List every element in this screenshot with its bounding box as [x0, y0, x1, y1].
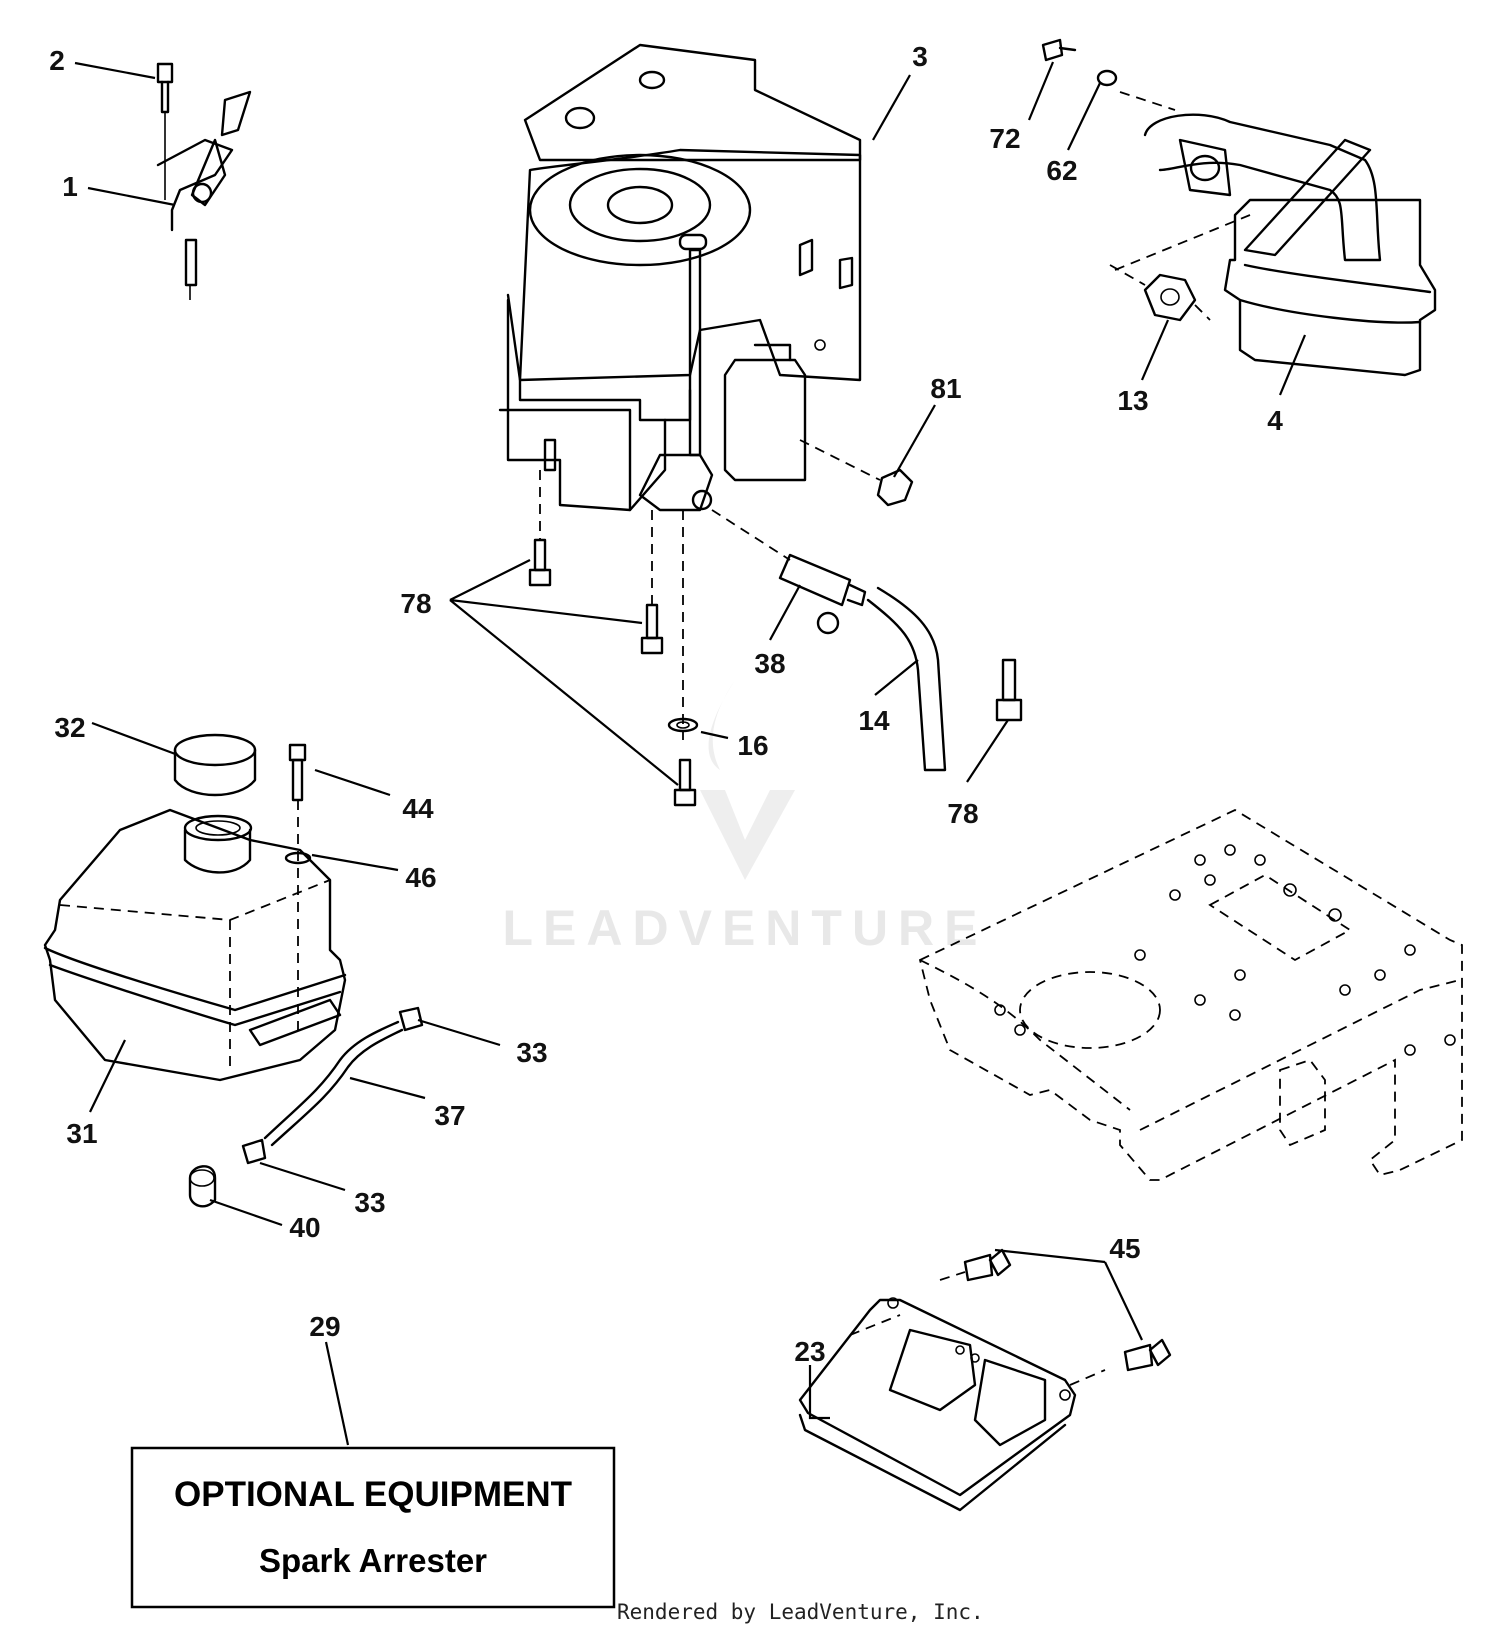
- nut-81: [799, 439, 914, 507]
- callout-72: 72: [989, 123, 1020, 154]
- throttle-control: [156, 62, 252, 300]
- fuel-filter-38: [711, 509, 867, 635]
- callout-32: 32: [54, 712, 85, 743]
- screw-44: [288, 743, 307, 1030]
- leader-lines: [74, 61, 1307, 1446]
- callout-23: 23: [794, 1336, 825, 1367]
- callout-46: 46: [405, 862, 436, 893]
- callout-16: 16: [737, 730, 768, 761]
- bolts-78-group: [528, 470, 697, 807]
- callout-78-right: 78: [947, 798, 978, 829]
- rendered-by-credit: Rendered by LeadVenture, Inc.: [617, 1600, 984, 1624]
- fuel-cap-32: [173, 733, 257, 797]
- bolts-45: [939, 1248, 1172, 1372]
- callout-3: 3: [912, 41, 928, 72]
- callout-62: 62: [1046, 155, 1077, 186]
- callout-2: 2: [49, 45, 65, 76]
- fuel-hose-14: [866, 586, 947, 772]
- callout-45: 45: [1109, 1233, 1140, 1264]
- washer-16: [667, 717, 699, 733]
- callout-14: 14: [858, 705, 890, 736]
- callout-33-upper: 33: [516, 1037, 547, 1068]
- watermark-logo: [700, 680, 795, 880]
- watermark-text: LEADVENTURE: [502, 900, 987, 956]
- callout-29: 29: [309, 1311, 340, 1342]
- fuel-tank-31: [43, 808, 347, 1082]
- optional-equipment-subtitle: Spark Arrester: [259, 1542, 487, 1579]
- engine-assembly: [498, 43, 862, 512]
- optional-equipment-title: OPTIONAL EQUIPMENT: [174, 1475, 572, 1514]
- callout-labels: 1 2 3 4 13 14 16 23 29 31 32 33 33 37 38…: [49, 41, 1283, 1367]
- hose-clamps-33: [241, 1006, 424, 1165]
- callout-13: 13: [1117, 385, 1148, 416]
- frame-reference: [918, 808, 1463, 1181]
- optional-equipment-box: OPTIONAL EQUIPMENT Spark Arrester: [130, 1446, 616, 1609]
- callout-1: 1: [62, 171, 78, 202]
- callout-44: 44: [402, 793, 434, 824]
- washer-46: [284, 851, 312, 865]
- exhaust-assembly: [1041, 38, 1437, 377]
- shield-plate-23: [798, 1297, 1106, 1512]
- bushing-40: [188, 1165, 217, 1208]
- callout-40: 40: [289, 1212, 320, 1243]
- frame-holes: [994, 844, 1456, 1056]
- callout-31: 31: [66, 1118, 97, 1149]
- fuel-line-37: [263, 1020, 404, 1147]
- callout-81: 81: [930, 373, 961, 404]
- callout-4: 4: [1267, 405, 1283, 436]
- callout-33-lower: 33: [354, 1187, 385, 1218]
- callout-37: 37: [434, 1100, 465, 1131]
- bolt-78-right: [995, 658, 1023, 722]
- callout-38: 38: [754, 648, 785, 679]
- callout-78-group: 78: [400, 588, 431, 619]
